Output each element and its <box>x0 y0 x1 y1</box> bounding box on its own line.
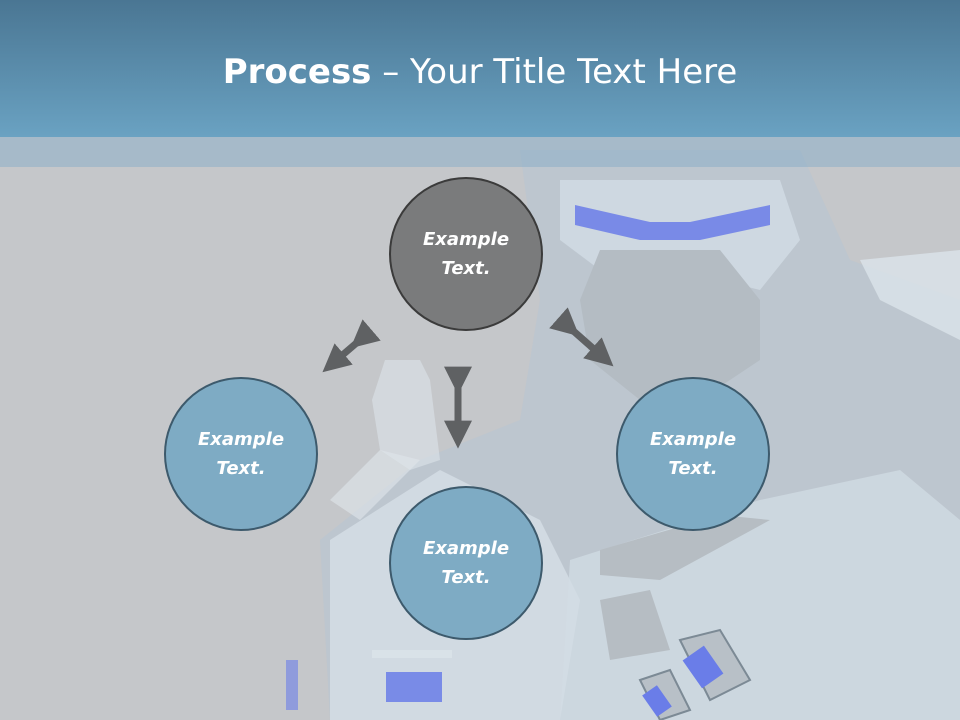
node-bottom-line2: Text. <box>441 567 491 588</box>
slide-title-bold: Process <box>222 52 372 92</box>
node-right-line2: Text. <box>668 458 718 479</box>
node-right-line1: Example <box>649 429 737 450</box>
title-bar <box>0 0 960 137</box>
process-node-right: Example Text. <box>616 377 770 531</box>
arrow-top-right <box>549 307 614 367</box>
arrow-top-left <box>322 319 381 373</box>
process-node-top: Example Text. <box>389 177 543 331</box>
process-node-left: Example Text. <box>164 377 318 531</box>
node-left-line1: Example <box>197 429 285 450</box>
slide-title-rest: – Your Title Text Here <box>371 52 738 92</box>
process-node-bottom: Example Text. <box>389 486 543 640</box>
node-bottom-line1: Example <box>422 538 510 559</box>
title-bar-strip <box>0 137 960 167</box>
slide-title: Process – Your Title Text Here <box>0 52 960 92</box>
node-left-line2: Text. <box>216 458 266 479</box>
node-top-line1: Example <box>422 229 510 250</box>
node-top-line2: Text. <box>441 258 491 279</box>
